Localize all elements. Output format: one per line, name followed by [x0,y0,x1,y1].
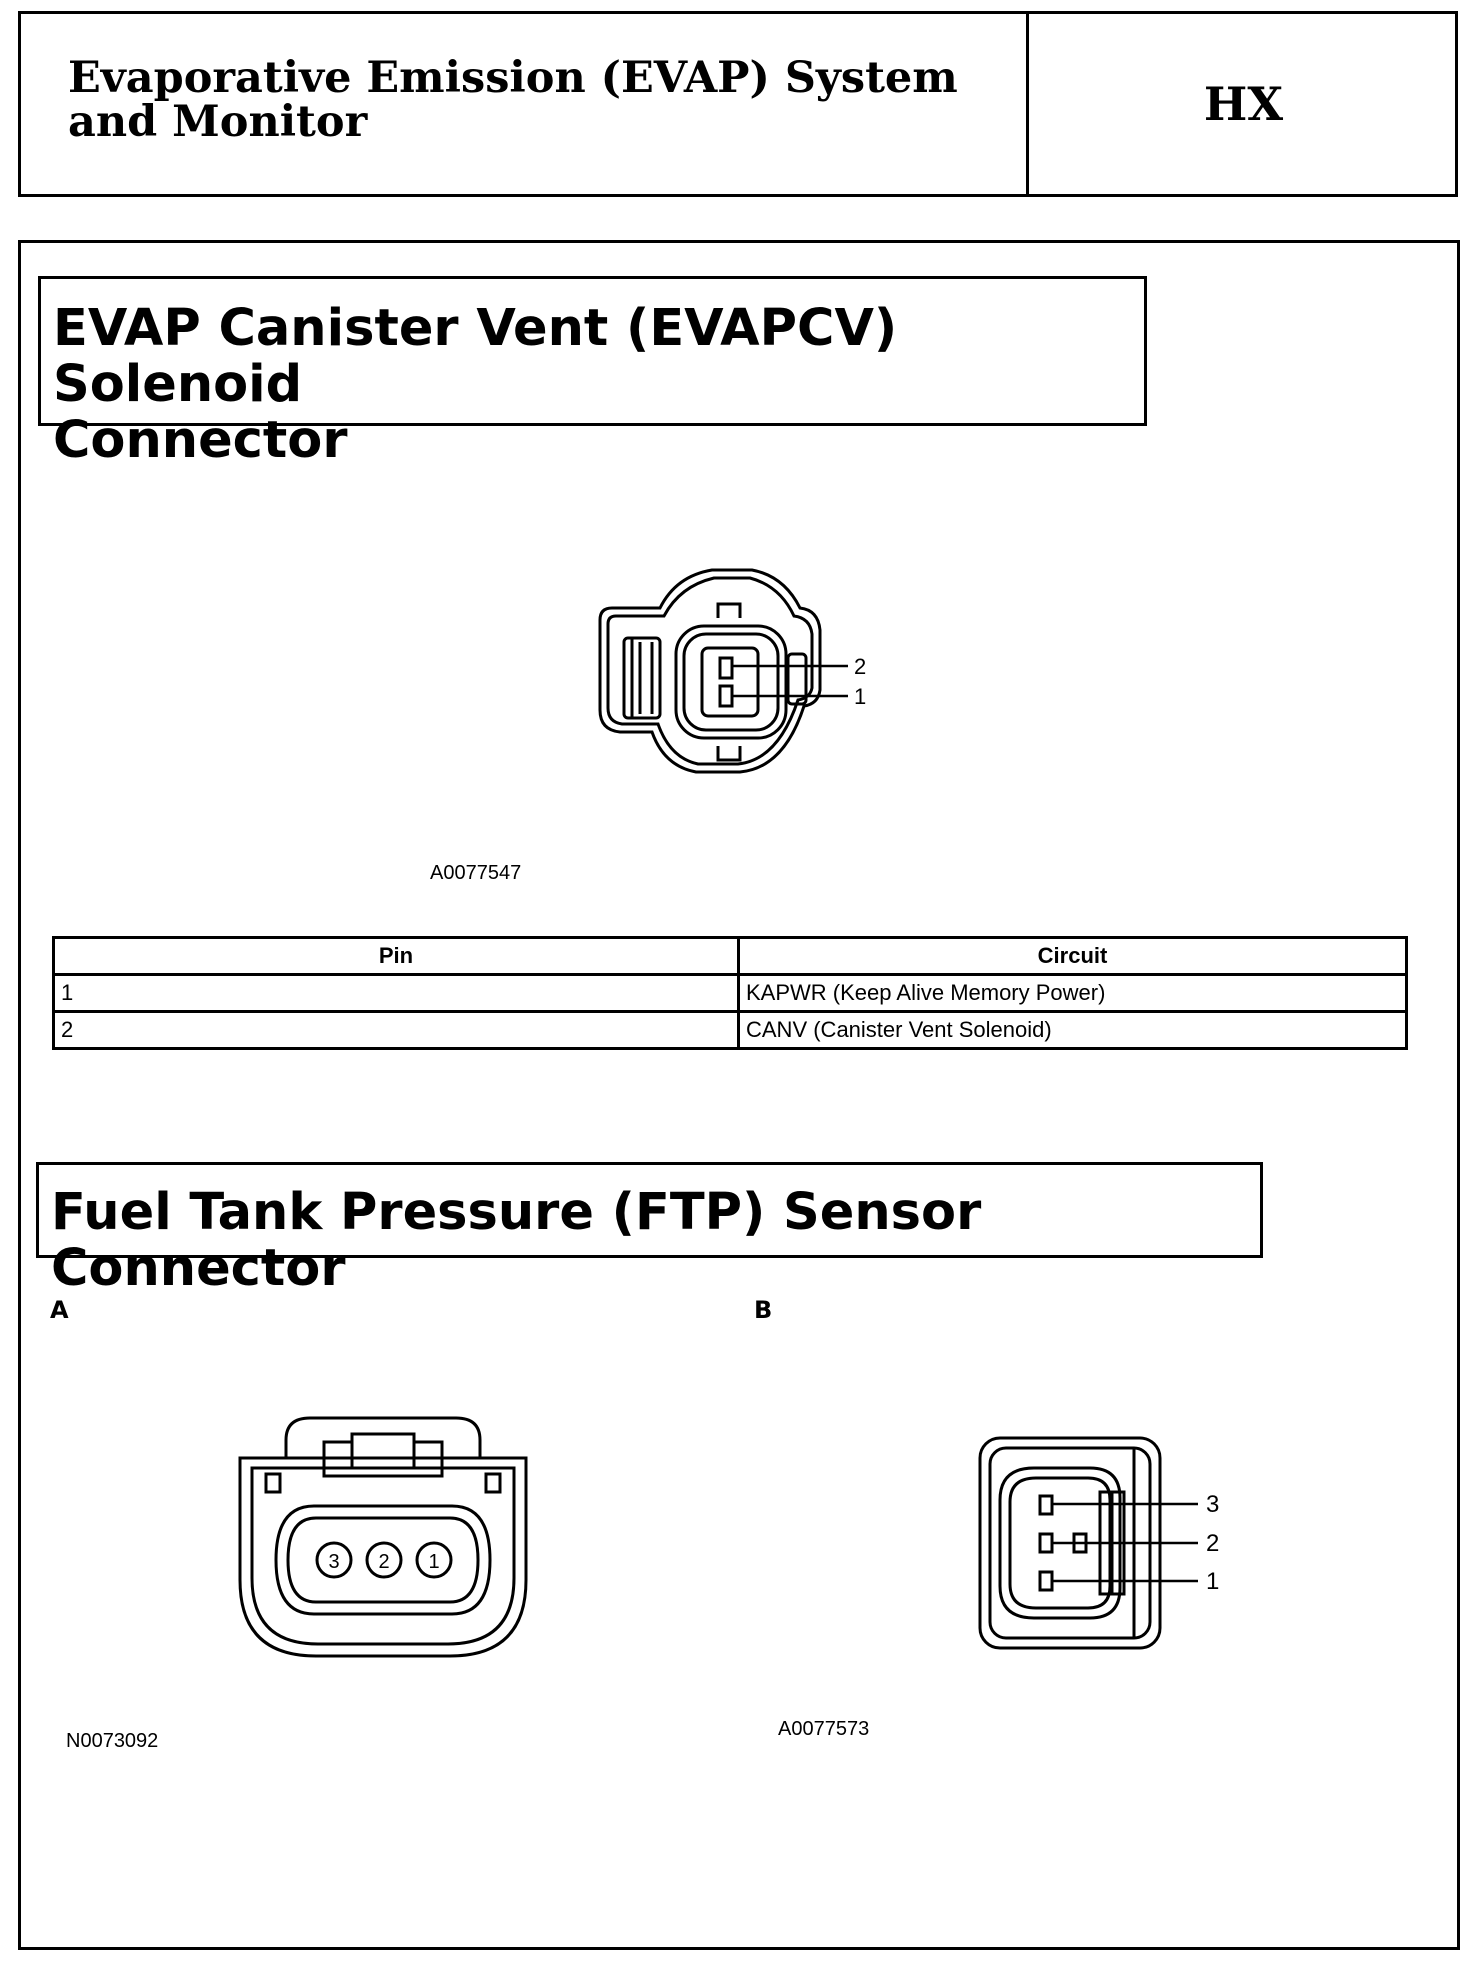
panel-b-label: B [754,1296,773,1324]
ftp-b-pin1-label: 1 [1206,1568,1219,1595]
ftp-connector-b-diagram: 3 2 1 [978,1436,1219,1650]
table-cell-pin: 1 [52,973,740,1013]
ftp-connector-a-diagram: 3 2 1 [238,1416,528,1658]
table-cell-circuit: CANV (Canister Vent Solenoid) [737,1010,1408,1050]
ftp-b-pin3-label: 3 [1206,1491,1219,1518]
table-row: 1 KAPWR (Keep Alive Memory Power) [52,973,1408,1013]
evapcv-section-heading: EVAP Canister Vent (EVAPCV) Solenoid Con… [38,276,1147,469]
evapcv-pin2-label: 2 [854,654,866,679]
evapcv-figure-code: A0077547 [430,862,522,884]
evapcv-connector-diagram: 2 1 [598,568,866,774]
table-header-pin: Pin [52,936,740,976]
ftp-b-pin2-label: 2 [1206,1530,1219,1557]
page-content-box [18,240,1460,1950]
ftp-a-pin3-label: 3 [328,1551,339,1573]
table-row: 2 CANV (Canister Vent Solenoid) [52,1010,1408,1050]
evapcv-heading-line2: Connector [53,411,348,470]
ftp-a-figure-code: N0073092 [66,1730,159,1752]
document-title: Evaporative Emission (EVAP) System and M… [68,56,968,144]
ftp-a-pin2-label: 2 [378,1551,389,1573]
evapcv-pin1-label: 1 [854,684,866,709]
section-code: HX [1203,77,1284,131]
panel-a-label: A [50,1296,69,1324]
evapcv-pin-table: Pin Circuit 1 KAPWR (Keep Alive Memory P… [52,936,1408,1050]
document-title-line1: Evaporative Emission (EVAP) System [68,53,958,103]
ftp-b-figure-code: A0077573 [778,1718,870,1740]
document-title-line2: and Monitor [68,97,368,147]
header-divider [1026,11,1029,197]
table-cell-circuit: KAPWR (Keep Alive Memory Power) [737,973,1408,1013]
table-header-circuit: Circuit [737,936,1408,976]
ftp-a-pin1-label: 1 [428,1551,439,1573]
ftp-section-heading: Fuel Tank Pressure (FTP) Sensor Connecto… [36,1162,1263,1297]
header-box [18,11,1458,197]
table-cell-pin: 2 [52,1010,740,1050]
evapcv-heading-line1: EVAP Canister Vent (EVAPCV) Solenoid [53,299,898,414]
table-header-row: Pin Circuit [52,936,1408,976]
